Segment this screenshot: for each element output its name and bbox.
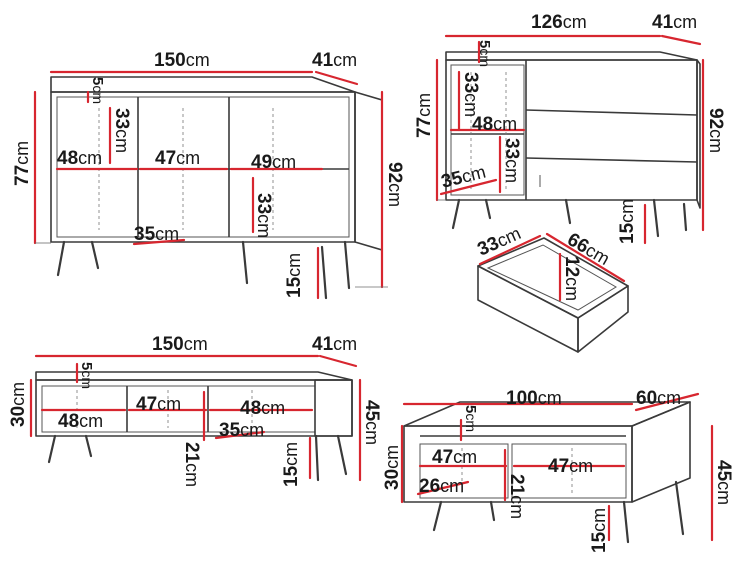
- tv-stand-small-inner-height-label: 21cm: [506, 474, 527, 519]
- tv-stand-large-right-compartment-label: 48cm: [240, 398, 285, 419]
- drawer-drawing: [477, 237, 629, 353]
- sideboard-large-right-shelf-label: 33cm: [253, 193, 274, 238]
- drawer-labels: 33cm 66cm 12cm: [474, 223, 613, 301]
- drawer-height-label: 12cm: [561, 256, 582, 301]
- sideboard-large-mid-compartment-label: 47cm: [155, 148, 200, 169]
- tv-stand-small-depth-label: 60cm: [636, 388, 681, 409]
- sideboard-small-dimension-lines: [435, 34, 705, 245]
- sideboard-large-height-label: 77cm: [12, 141, 33, 186]
- tv-stand-large-width-label: 150cm: [152, 334, 208, 355]
- sideboard-large-width-label: 150cm: [154, 50, 210, 71]
- sideboard-small-labels: 126cm 41cm 77cm 92cm 5cm 33cm 48cm 33cm …: [414, 12, 726, 244]
- tv-stand-small-dimension-lines: [400, 392, 714, 542]
- tv-stand-small-labels: 100cm 60cm 30cm 45cm 5cm 47cm 47cm 26cm …: [382, 388, 734, 553]
- sideboard-large-right-compartment-label: 49cm: [251, 152, 296, 173]
- sideboard-small-compartment-label: 48cm: [472, 114, 517, 135]
- tv-stand-small-inner-depth-label: 26cm: [419, 476, 464, 497]
- tv-stand-large-inner-depth-label: 35cm: [219, 420, 264, 441]
- sideboard-large-dimension-lines: [33, 70, 388, 300]
- sideboard-large-left-compartment-label: 48cm: [57, 148, 102, 169]
- sideboard-large-top-label: 5cm: [89, 77, 106, 104]
- sideboard-small-height-label: 77cm: [414, 93, 435, 138]
- sideboard-small-shelf-label: 33cm: [460, 72, 481, 117]
- tv-stand-large-height-label: 30cm: [8, 382, 29, 427]
- tv-stand-small-leg-label: 15cm: [589, 508, 610, 553]
- drawer-dimension-lines: [478, 232, 626, 302]
- tv-stand-large-top-label: 5cm: [78, 362, 95, 389]
- tv-stand-large-depth-label: 41cm: [312, 334, 357, 355]
- sideboard-small-top-label: 5cm: [476, 40, 493, 67]
- tv-stand-large-mid-compartment-label: 47cm: [136, 394, 181, 415]
- sideboard-large-total-height-label: 92cm: [384, 162, 405, 207]
- tv-stand-small-right-compartment-label: 47cm: [548, 456, 593, 477]
- tv-stand-small-top-label: 5cm: [462, 405, 479, 432]
- tv-stand-large-inner-height-label: 21cm: [181, 442, 202, 487]
- tv-stand-large-dimension-lines: [29, 354, 362, 482]
- sideboard-large-depth-label: 41cm: [312, 50, 357, 71]
- sideboard-small-total-height-label: 92cm: [705, 108, 726, 153]
- sideboard-large-drawing: [50, 76, 383, 300]
- tv-stand-large-leg-label: 15cm: [281, 442, 302, 487]
- tv-stand-small-total-height-label: 45cm: [713, 460, 734, 505]
- tv-stand-small-drawing: [403, 401, 691, 544]
- tv-stand-small-left-compartment-label: 47cm: [432, 447, 477, 468]
- tv-stand-small-height-label: 30cm: [382, 445, 403, 490]
- tv-stand-large-labels: 150cm 41cm 30cm 45cm 5cm 48cm 47cm 48cm …: [8, 334, 382, 487]
- tv-stand-large-drawing: [35, 371, 353, 482]
- tv-stand-large-total-height-label: 45cm: [361, 400, 382, 445]
- sideboard-large-leg-label: 15cm: [284, 253, 305, 298]
- sideboard-small-leg-label: 15cm: [617, 199, 638, 244]
- tv-stand-small-width-label: 100cm: [506, 388, 562, 409]
- sideboard-small-width-label: 126cm: [531, 12, 587, 33]
- sideboard-large-shelf-label: 33cm: [111, 108, 132, 153]
- sideboard-large-inner-depth-label: 35cm: [134, 224, 179, 245]
- sideboard-large-labels: 150cm 41cm 77cm 92cm 5cm 33cm 48cm 47cm …: [12, 50, 405, 298]
- sideboard-small-depth-label: 41cm: [652, 12, 697, 33]
- sideboard-small-drawing: [445, 51, 701, 238]
- tv-stand-large-left-compartment-label: 48cm: [58, 411, 103, 432]
- sideboard-small-lower-shelf-label: 33cm: [501, 138, 522, 183]
